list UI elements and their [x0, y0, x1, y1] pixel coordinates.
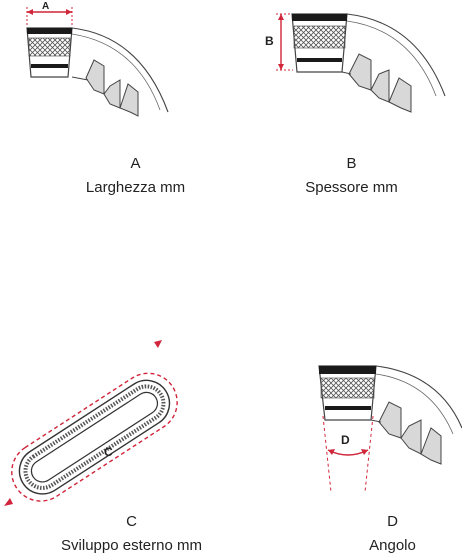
belt-section-thickness-diagram: B [265, 13, 446, 113]
panel-b: B B Spessore mm [231, 0, 462, 278]
caption-label: Larghezza mm [85, 179, 186, 196]
caption-letter: B [346, 155, 357, 172]
belt-section-angle-diagram: D [318, 365, 462, 493]
caption-b: B Spessore mm [236, 152, 462, 200]
caption-label: Spessore mm [305, 179, 398, 196]
dim-marker-c: C [104, 445, 113, 459]
caption-a: A Larghezza mm [20, 152, 251, 200]
panel-a: A A Larghezza mm [0, 0, 231, 278]
caption-c: C Sviluppo esterno mm [16, 510, 247, 558]
dim-marker-d: D [341, 433, 350, 447]
dim-marker-b: B [265, 34, 274, 48]
caption-label: Sviluppo esterno mm [61, 537, 202, 554]
caption-letter: C [126, 513, 137, 530]
panel-c: C C Sviluppo esterno mm [0, 278, 231, 557]
dim-marker-a: A [42, 1, 49, 12]
panel-d: D D Angolo [231, 278, 462, 557]
caption-letter: D [387, 513, 398, 530]
caption-letter: A [130, 155, 141, 172]
belt-section-width-diagram: A [26, 1, 169, 117]
caption-d: D Angolo [277, 510, 462, 558]
caption-label: Angolo [369, 537, 416, 554]
belt-loop-length-diagram: C [4, 340, 178, 506]
